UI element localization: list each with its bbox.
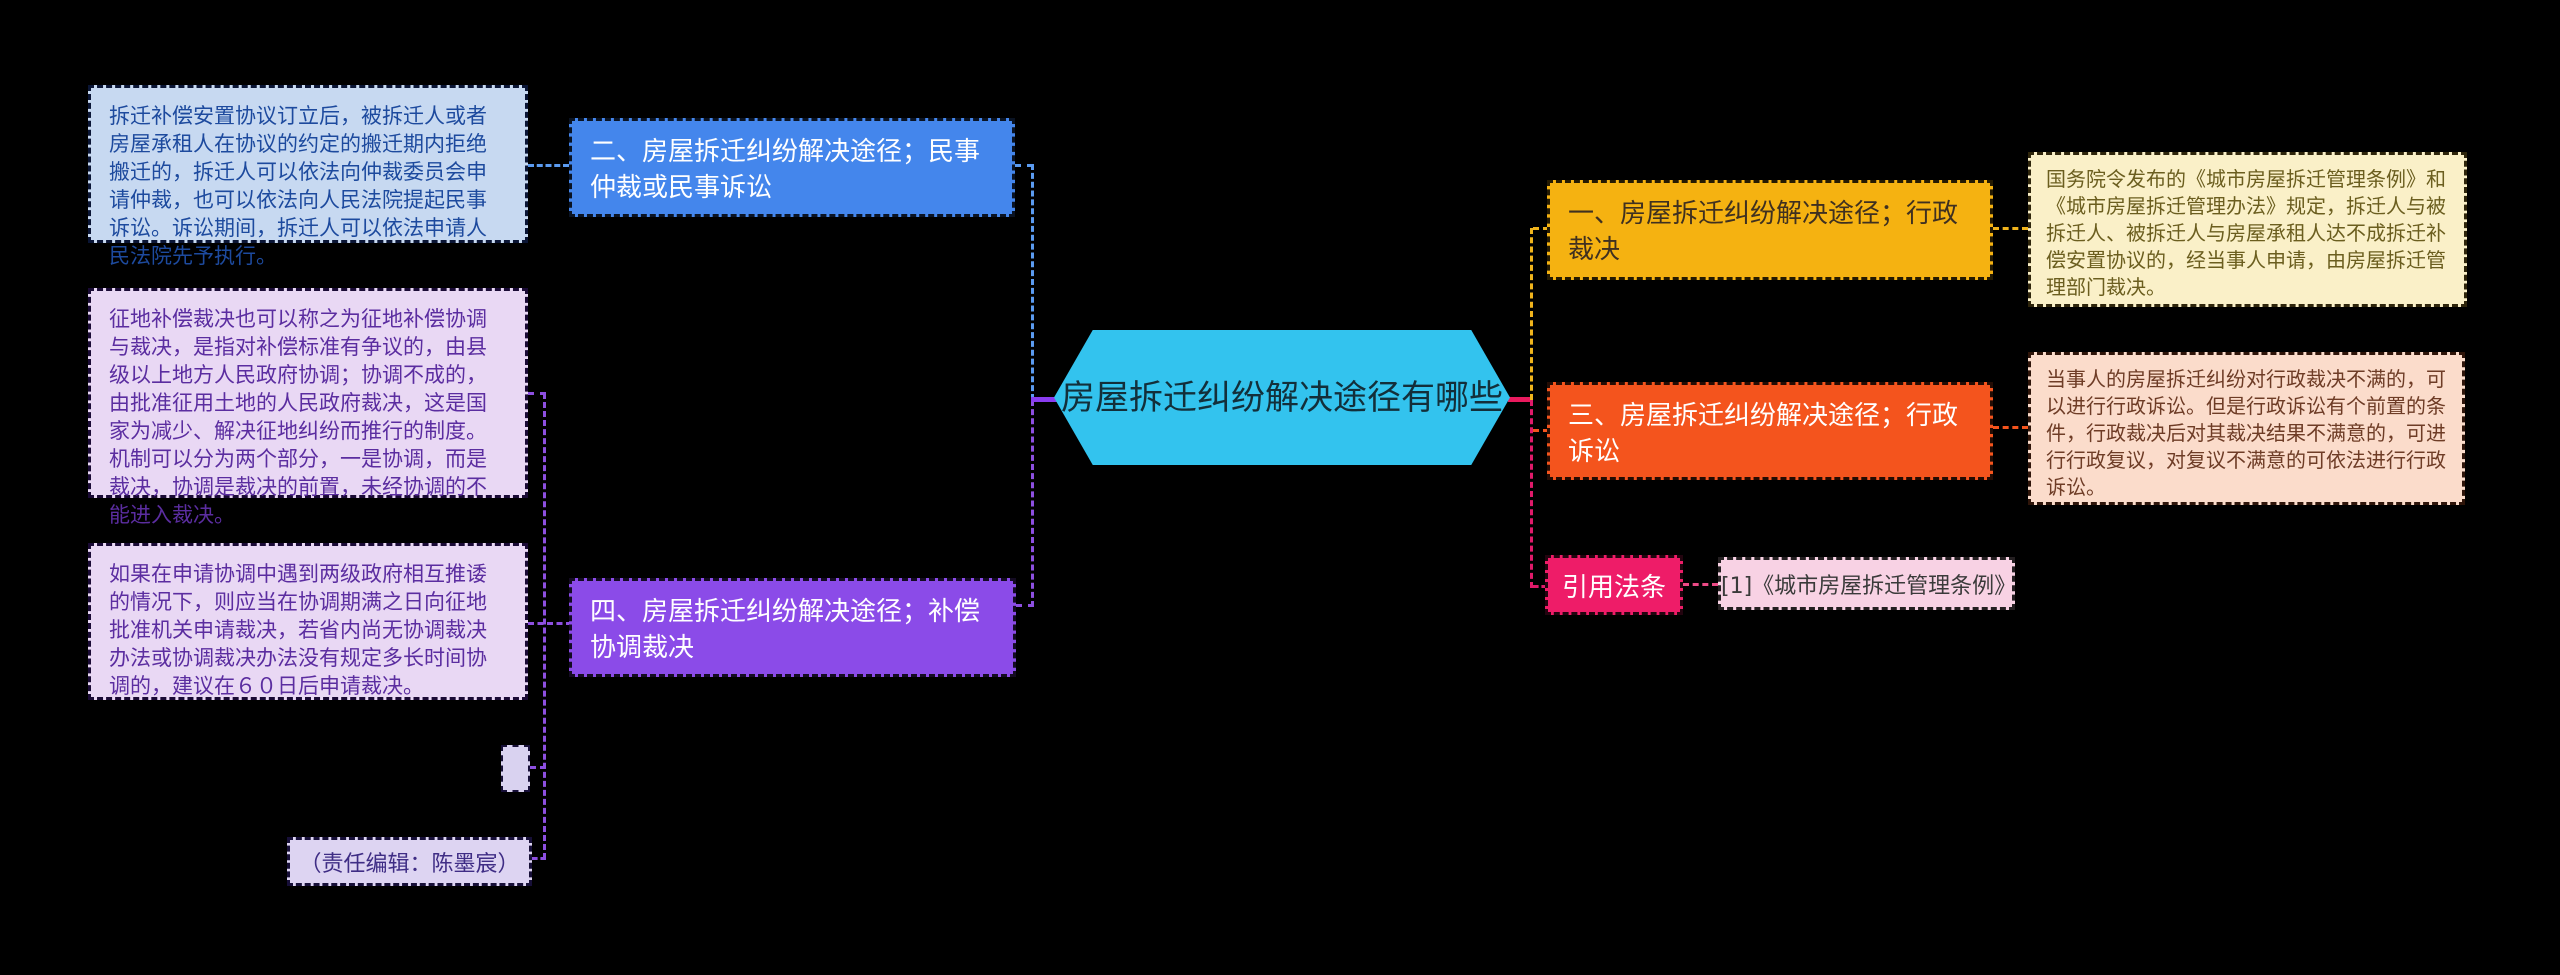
- connector-right-spine-magenta: [1530, 400, 1533, 588]
- connector-detail4a-stub: [528, 392, 546, 395]
- citation-label-text: 引用法条: [1561, 572, 1666, 603]
- connector-node4-to-spine: [1016, 604, 1034, 607]
- branch-node-3-administrative-litigation[interactable]: 三、房屋拆迁纠纷解决途径；行政诉讼: [1547, 382, 1993, 480]
- branch-node-2-label: 二、房屋拆迁纠纷解决途径；民事仲裁或民事诉讼: [590, 137, 981, 203]
- connector-right-spine-yellow: [1530, 228, 1533, 400]
- detail-note-civil-arbitration[interactable]: 拆迁补偿安置协议订立后，被拆迁人或者房屋承租人在协议的约定的搬迁期内拒绝搬迁的，…: [88, 85, 528, 268]
- connector-detail2-to-node2: [528, 164, 569, 167]
- connector-root-left: [1031, 397, 1057, 402]
- connector-node3-to-detail3: [1993, 426, 2028, 429]
- connector-node1-to-detail1: [1993, 227, 2028, 230]
- connector-spine-to-node3: [1533, 429, 1549, 432]
- citation-item-node[interactable]: [1]《城市房屋拆迁管理条例》: [1718, 557, 2017, 610]
- detail-note-administrative-litigation[interactable]: 当事人的房屋拆迁纠纷对行政裁决不满的，可以进行行政诉讼。但是行政诉讼有个前置的条…: [2028, 352, 2465, 505]
- connector-editor-stub: [532, 857, 546, 860]
- detail-note-land-compensation-ruling[interactable]: 征地补偿裁决也可以称之为征地补偿协调与裁决，是指对补偿标准有争议的，由县级以上地…: [88, 288, 528, 527]
- detail-note-administrative-litigation-text: 当事人的房屋拆迁纠纷对行政裁决不满的，可以进行行政诉讼。但是行政诉讼有个前置的条…: [2046, 367, 2446, 499]
- editor-credit-text: （责任编辑：陈墨宸）: [299, 851, 520, 877]
- detail-note-coordination-deadline-text: 如果在申请协调中遇到两级政府相互推诿的情况下，则应当在协调期满之日向征地批准机关…: [109, 562, 487, 698]
- branch-node-2-civil-arbitration[interactable]: 二、房屋拆迁纠纷解决途径；民事仲裁或民事诉讼: [569, 118, 1015, 217]
- detail-note-administrative-ruling[interactable]: 国务院令发布的《城市房屋拆迁管理条例》和《城市房屋拆迁管理办法》规定，拆迁人与被…: [2028, 152, 2467, 307]
- empty-node[interactable]: [501, 745, 530, 792]
- branch-node-3-label: 三、房屋拆迁纠纷解决途径；行政诉讼: [1568, 401, 1959, 467]
- editor-credit-node[interactable]: （责任编辑：陈墨宸）: [287, 837, 532, 886]
- connector-detail4b-to-node4: [528, 622, 572, 625]
- connector-spine-to-node1: [1533, 227, 1549, 230]
- branch-node-4-label: 四、房屋拆迁纠纷解决途径；补偿协调裁决: [590, 597, 981, 663]
- connector-left-spine-blue: [1031, 164, 1034, 400]
- connector-node2-to-spine: [1015, 164, 1033, 167]
- root-topic-node[interactable]: 房屋拆迁纠纷解决途径有哪些: [1054, 330, 1510, 465]
- branch-node-4-compensation-coordination[interactable]: 四、房屋拆迁纠纷解决途径；补偿协调裁决: [569, 578, 1016, 677]
- citation-item-text: [1]《城市房屋拆迁管理条例》: [1721, 573, 2017, 599]
- citation-label-node[interactable]: 引用法条: [1545, 555, 1683, 615]
- detail-note-civil-arbitration-text: 拆迁补偿安置协议订立后，被拆迁人或者房屋承租人在协议的约定的搬迁期内拒绝搬迁的，…: [109, 104, 487, 268]
- connector-empty-node-stub: [530, 766, 546, 769]
- connector-far-left-spine: [543, 393, 546, 859]
- root-topic-label: 房屋拆迁纠纷解决途径有哪些: [1061, 377, 1503, 418]
- branch-node-1-administrative-ruling[interactable]: 一、房屋拆迁纠纷解决途径；行政裁决: [1547, 180, 1993, 280]
- connector-spine-to-citation: [1533, 585, 1547, 588]
- connector-citation-to-item: [1683, 583, 1718, 586]
- detail-note-land-compensation-ruling-text: 征地补偿裁决也可以称之为征地补偿协调与裁决，是指对补偿标准有争议的，由县级以上地…: [109, 307, 487, 527]
- detail-note-coordination-deadline[interactable]: 如果在申请协调中遇到两级政府相互推诿的情况下，则应当在协调期满之日向征地批准机关…: [88, 543, 528, 700]
- connector-root-right: [1508, 397, 1533, 402]
- detail-note-administrative-ruling-text: 国务院令发布的《城市房屋拆迁管理条例》和《城市房屋拆迁管理办法》规定，拆迁人与被…: [2046, 167, 2446, 299]
- connector-left-spine-purple: [1031, 400, 1034, 607]
- branch-node-1-label: 一、房屋拆迁纠纷解决途径；行政裁决: [1568, 199, 1959, 265]
